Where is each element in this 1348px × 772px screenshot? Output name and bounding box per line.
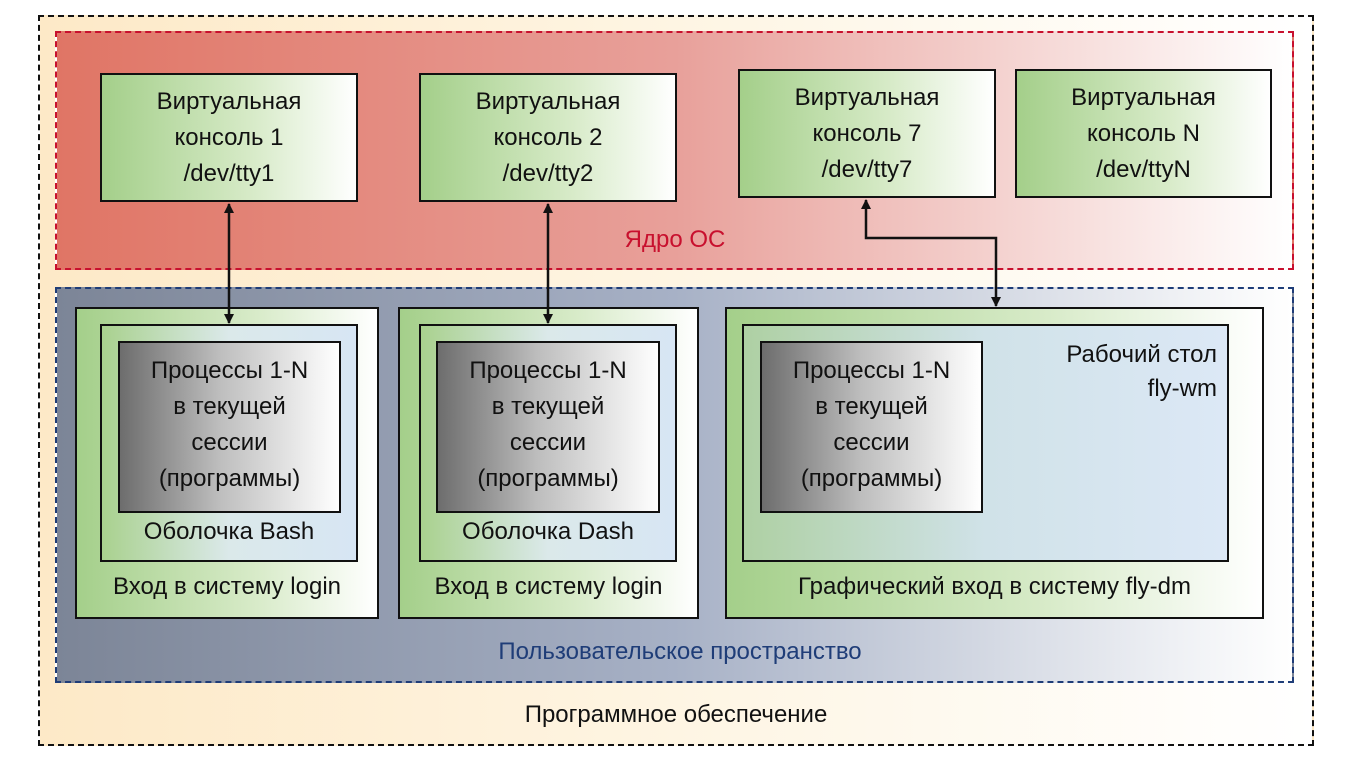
processes-line: в текущей (173, 393, 286, 420)
console-title: Виртуальная (794, 84, 940, 111)
virtual-console-2: Виртуальная консоль 2 /dev/tty2 (419, 73, 677, 202)
graphical-login-label: Графический вход в систему fly-dm (798, 573, 1191, 600)
processes-line: в текущей (491, 393, 605, 420)
login-label-1: Вход в систему login (113, 573, 341, 600)
processes-box-2: Процессы 1-N в текущей сессии (программы… (436, 341, 660, 513)
processes-box-1: Процессы 1-N в текущей сессии (программы… (118, 341, 341, 513)
arrow-console7-flydm (861, 199, 1001, 307)
desktop-label-line2: fly-wm (1147, 375, 1217, 402)
processes-line: Процессы 1-N (469, 357, 627, 384)
virtual-console-1: Виртуальная консоль 1 /dev/tty1 (100, 73, 358, 202)
processes-line: сессии (509, 429, 587, 456)
bash-shell-label: Оболочка Bash (143, 518, 315, 545)
processes-line: Процессы 1-N (792, 357, 951, 384)
processes-line: (программы) (800, 465, 943, 492)
kernel-label: Ядро ОС (624, 226, 726, 253)
processes-line: сессии (191, 429, 268, 456)
processes-line: в текущей (815, 393, 928, 420)
processes-line: (программы) (158, 465, 301, 492)
console-device: /dev/tty2 (502, 160, 594, 187)
processes-line: Процессы 1-N (150, 357, 309, 384)
processes-line: сессии (833, 429, 910, 456)
console-title: Виртуальная (156, 88, 302, 115)
desktop-label-line1: Рабочий стол (1066, 341, 1217, 368)
processes-box-3: Процессы 1-N в текущей сессии (программы… (760, 341, 983, 513)
login-label-2: Вход в систему login (434, 573, 663, 600)
console-number: консоль 2 (493, 124, 603, 151)
console-title: Виртуальная (475, 88, 621, 115)
console-title: Виртуальная (1071, 84, 1216, 111)
console-number: консоль N (1087, 120, 1200, 147)
virtual-console-n: Виртуальная консоль N /dev/ttyN (1015, 69, 1272, 198)
dash-shell-label: Оболочка Dash (462, 518, 634, 545)
console-device: /dev/tty7 (821, 156, 913, 183)
software-label: Программное обеспечение (524, 701, 828, 728)
user-space-label: Пользовательское пространство (498, 638, 862, 665)
virtual-console-7: Виртуальная консоль 7 /dev/tty7 (738, 69, 996, 198)
console-device: /dev/tty1 (183, 160, 275, 187)
console-device: /dev/ttyN (1096, 156, 1191, 183)
console-number: консоль 7 (812, 120, 922, 147)
processes-line: (программы) (477, 465, 619, 492)
console-number: консоль 1 (174, 124, 284, 151)
